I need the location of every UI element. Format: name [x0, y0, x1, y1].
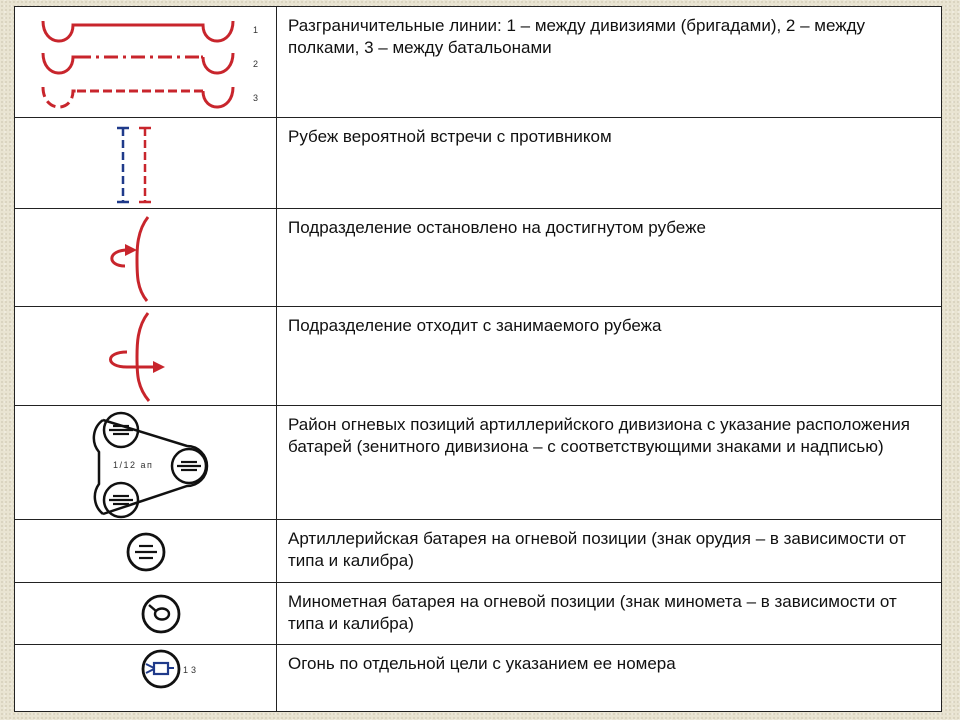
table-row: Подразделение остановлено на достигнутом… [15, 209, 941, 307]
artillery-battalion-area-icon: 1/12 ап [92, 411, 209, 519]
table-row: 1/12 ап Район огневых позиций артиллерий… [15, 406, 941, 520]
row-description: Артиллерийская батарея на огневой позици… [288, 529, 906, 570]
line-label-1: 1 [253, 25, 258, 35]
probable-encounter-line-icon [117, 126, 151, 204]
target-number: 13 [183, 665, 199, 675]
symbol-cell [15, 209, 277, 306]
symbol-cell [15, 520, 277, 582]
mortar-battery-icon [141, 594, 181, 634]
row-description: Разграничительные линии: 1 – между дивиз… [288, 16, 866, 57]
symbol-cell: 1/12 ап [15, 406, 277, 519]
row-description: Рубеж вероятной встречи с противником [288, 127, 612, 146]
table-row: Рубеж вероятной встречи с противником [15, 118, 941, 209]
symbol-cell: 13 [15, 645, 277, 711]
artillery-battery-icon [126, 532, 166, 572]
row-description: Подразделение остановлено на достигнутом… [288, 218, 706, 237]
table-row: Артиллерийская батарея на огневой позици… [15, 520, 941, 583]
line-label-2: 2 [253, 59, 258, 69]
row-description: Огонь по отдельной цели с указанием ее н… [288, 654, 676, 673]
symbol-cell [15, 583, 277, 644]
line-label-3: 3 [253, 93, 258, 103]
table-row: 1 2 3 Разграничительные линии: 1 – между… [15, 7, 941, 118]
unit-label: 1/12 ап [113, 460, 153, 470]
unit-stopped-icon [110, 216, 150, 302]
table-row: 13 Огонь по отдельной цели с указанием е… [15, 645, 941, 711]
row-description: Минометная батарея на огневой позиции (з… [288, 592, 897, 633]
symbol-cell [15, 118, 277, 208]
fire-on-target-icon: 13 [141, 649, 199, 689]
symbol-cell: 1 2 3 [15, 7, 277, 117]
symbols-table: 1 2 3 Разграничительные линии: 1 – между… [14, 6, 942, 712]
row-description: Подразделение отходит с занимаемого рубе… [288, 316, 662, 335]
symbol-cell [15, 307, 277, 405]
table-row: Минометная батарея на огневой позиции (з… [15, 583, 941, 645]
unit-withdrawing-icon [109, 312, 165, 402]
boundary-lines-icon: 1 2 3 [41, 20, 258, 109]
row-description: Район огневых позиций артиллерийского ди… [288, 415, 910, 456]
table-row: Подразделение отходит с занимаемого рубе… [15, 307, 941, 406]
